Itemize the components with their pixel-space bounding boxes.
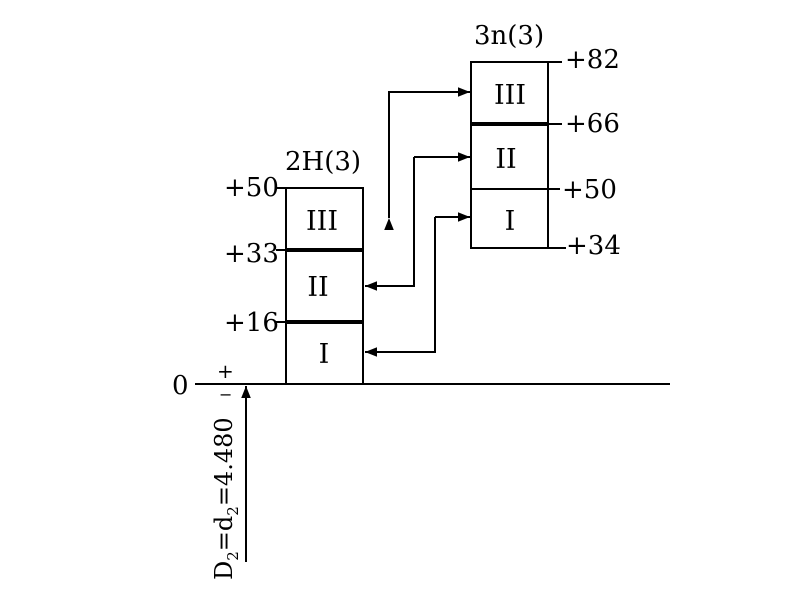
hole-limit-16: +16 (224, 308, 279, 338)
hole-grade-1: I (319, 339, 330, 370)
shaft-zone-box (470, 61, 549, 249)
hole-zone-title: 2H(3) (285, 147, 361, 177)
hole-grade-2: II (307, 272, 328, 303)
connector-grade-2 (365, 157, 415, 291)
shaft-limit-34: +34 (566, 231, 621, 261)
minus-sign: − (219, 385, 232, 404)
hole-limit-33: +33 (224, 239, 279, 269)
hole-zone: 2H(3) I II III +16 +33 +50 (224, 147, 364, 385)
dimension-eq2: =4.480 (210, 417, 238, 506)
hole-limit-50: +50 (224, 173, 279, 203)
dimension-sub1: 2 (224, 551, 242, 561)
connector-grade-3 (384, 87, 470, 230)
hole-grade-3: III (306, 206, 338, 237)
shaft-zone-title: 3n(3) (474, 21, 544, 51)
shaft-limit-50: +50 (562, 175, 617, 205)
shaft-limit-82: +82 (565, 45, 620, 75)
hole-zone-box (285, 187, 364, 385)
shaft-limit-66: +66 (565, 109, 620, 139)
shaft-grade-3: III (494, 80, 526, 111)
dimension-main: D (210, 561, 238, 580)
dimension-eq1: =d (210, 516, 238, 551)
dimension-sub2: 2 (224, 506, 242, 516)
connector-grade-1 (365, 217, 436, 357)
shaft-grade-2: II (495, 144, 516, 175)
shaft-zone: 3n(3) I II III +34 +50 +66 +82 (470, 21, 621, 261)
dimension-label: D2=d2=4.480 (210, 417, 242, 580)
shaft-grade-1: I (505, 206, 516, 237)
plus-sign: + (217, 359, 234, 383)
zero-label: 0 (172, 371, 189, 401)
